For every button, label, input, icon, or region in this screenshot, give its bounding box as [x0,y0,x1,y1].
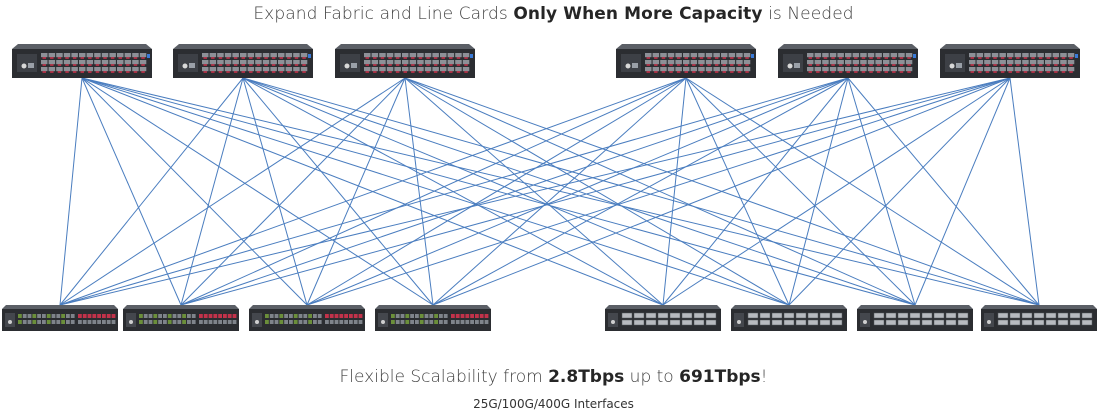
fabric-link [59,77,687,306]
fabric-link [685,77,790,306]
scalability-suffix: ! [760,367,768,387]
fabric-link [432,77,849,306]
line-card-switch-2 [123,305,239,331]
diagram-title: Expand Fabric and Line Cards Only When M… [0,4,1107,24]
line-card-switch-8 [981,305,1097,331]
fabric-link [662,77,687,306]
fabric-link [306,77,849,306]
fabric-link [81,77,916,306]
fabric-link [432,77,687,306]
fabric-link [788,77,849,306]
fabric-link [306,77,406,306]
fabric-link [242,77,434,306]
line-card-switch-5 [605,305,721,331]
fabric-link [914,77,1011,306]
fabric-link [1009,77,1040,306]
fabric-link [404,77,434,306]
fabric-link [59,77,244,306]
line-card-switch-7 [857,305,973,331]
fabric-link [81,77,790,306]
fabric-link [180,77,244,306]
fabric-link [59,77,406,306]
fabric-link [685,77,1040,306]
fabric-link [180,77,849,306]
link-mesh [59,77,1040,306]
scalability-max: 691Tbps [679,367,761,387]
line-card-switch-1 [2,305,118,331]
fabric-tier [12,44,1080,78]
fabric-switch-3 [335,44,475,78]
fabric-link [81,77,434,306]
scalability-text: Flexible Scalability from 2.8Tbps up to … [0,367,1107,387]
fabric-switch-5 [778,44,918,78]
fabric-link [59,77,1011,306]
line-card-switch-3 [249,305,365,331]
fabric-link [847,77,916,306]
fabric-switch-6 [940,44,1080,78]
fabric-link [81,77,308,306]
scalability-prefix: Flexible Scalability from [339,367,549,387]
line-card-tier [2,305,1097,331]
fabric-link [59,77,83,306]
fabric-link [847,77,1040,306]
fabric-link [685,77,916,306]
scalability-mid: up to [624,367,680,387]
fabric-link [306,77,687,306]
fabric-link [662,77,849,306]
line-card-switch-6 [731,305,847,331]
title-text-bold: Only When More Capacity [513,4,763,24]
fabric-link [788,77,1011,306]
fabric-link [180,77,1011,306]
fabric-switch-1 [12,44,152,78]
title-text-end: is Needed [762,4,854,24]
title-text-start: Expand Fabric and Line Cards [253,4,514,24]
fabric-link [180,77,687,306]
fabric-switch-4 [616,44,756,78]
fabric-link [242,77,916,306]
fabric-link [59,77,849,306]
fabric-link [81,77,1040,306]
line-card-switch-4 [375,305,491,331]
interfaces-caption: 25G/100G/400G Interfaces [473,397,634,411]
fabric-diagram [2,44,1097,331]
fabric-link [432,77,1011,306]
fabric-switch-2 [173,44,313,78]
fabric-link [81,77,182,306]
scalability-min: 2.8Tbps [548,367,625,387]
fabric-link [306,77,1011,306]
fabric-link [242,77,308,306]
fabric-link [662,77,1011,306]
